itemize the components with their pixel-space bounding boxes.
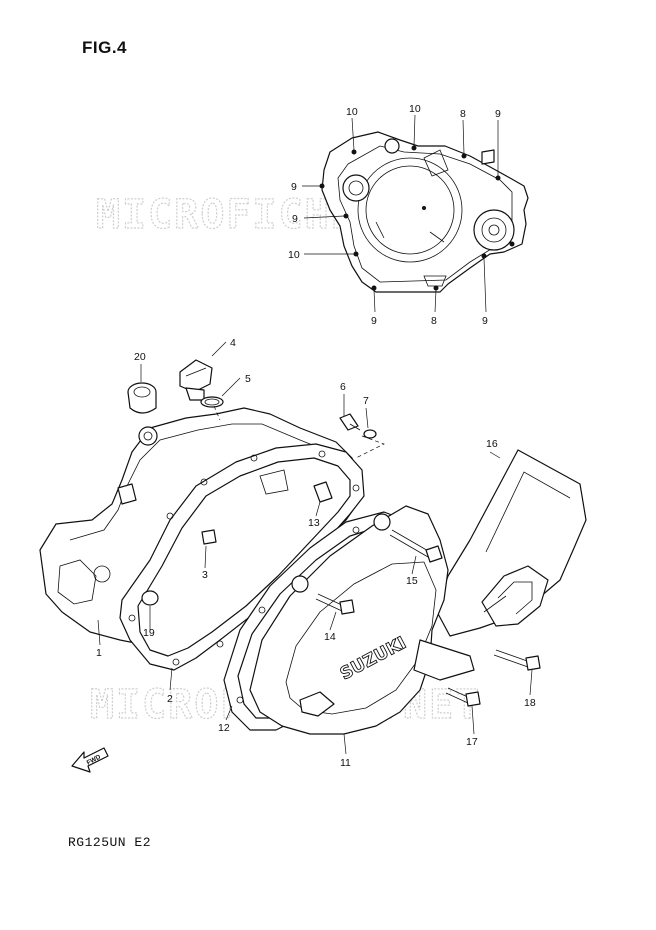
callout-13: 13: [308, 517, 320, 529]
fwd-arrow-icon: FWD: [71, 747, 109, 773]
part-18-bolt: [493, 649, 541, 671]
inner-cover-view: [319, 131, 529, 293]
callout-17: 17: [466, 736, 478, 748]
callout-11: 11: [340, 757, 351, 769]
callout-15: 15: [406, 575, 418, 587]
figure-title: FIG.4: [82, 38, 128, 57]
model-code: RG125UN E2: [68, 835, 152, 850]
callout-5: 5: [245, 373, 251, 385]
callout-10c: 10: [288, 249, 300, 261]
part-5-o-ring: [200, 396, 224, 408]
callout-9a: 9: [495, 108, 501, 120]
callout-9d: 9: [371, 315, 377, 327]
part-20-oil-seal: [127, 382, 157, 414]
callout-18: 18: [524, 697, 536, 709]
callout-3: 3: [202, 569, 208, 581]
callout-16: 16: [486, 438, 498, 450]
part-15-bolt: [389, 529, 443, 563]
callout-4: 4: [230, 337, 236, 349]
callout-9b: 9: [291, 181, 297, 193]
callout-7: 7: [363, 395, 369, 407]
callout-9c: 9: [292, 213, 298, 225]
part-19-seal: [141, 590, 159, 606]
callout-2: 2: [167, 693, 173, 705]
part-11-clutch-cover: SUZUKI: [249, 505, 475, 735]
callout-14: 14: [324, 631, 336, 643]
part-2-gasket: [119, 443, 365, 671]
callout-8a: 8: [460, 108, 466, 120]
callout-12: 12: [218, 722, 230, 734]
part-6-bolt: [339, 413, 361, 431]
callout-9e: 9: [482, 315, 488, 327]
callout-10a: 10: [346, 106, 358, 118]
part-7-washer: [363, 429, 377, 439]
part-13-dowel: [313, 481, 333, 503]
callout-10b: 10: [409, 103, 421, 115]
part-3-dowel: [201, 529, 217, 545]
callout-6: 6: [340, 381, 346, 393]
part-14-bolt: [315, 593, 355, 615]
part-16-rear-cover: [435, 449, 587, 637]
callout-19: 19: [143, 627, 155, 639]
part-4-oil-cap: [179, 359, 213, 401]
callout-1: 1: [96, 647, 102, 659]
callout-8b: 8: [431, 315, 437, 327]
callout-20: 20: [134, 351, 146, 363]
part-17-bolt: [445, 687, 481, 707]
